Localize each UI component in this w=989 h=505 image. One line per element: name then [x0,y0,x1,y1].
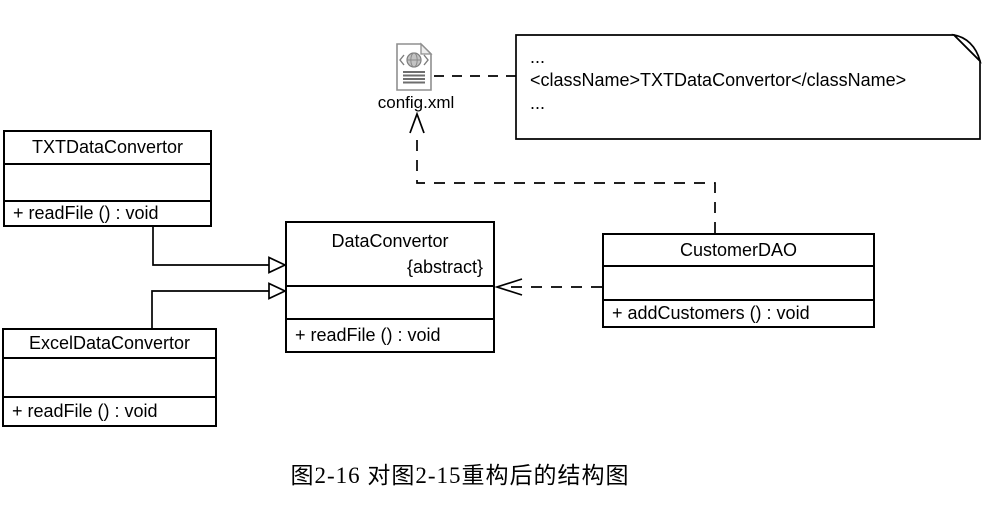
class-method: + readFile () : void [5,200,210,225]
class-attributes-empty [5,163,210,200]
class-name-section: DataConvertor {abstract} [287,223,493,285]
figure-caption: 图2-16 对图2-15重构后的结构图 [290,463,630,488]
generalization-arrowhead-excel [268,282,288,300]
dependency-arrowhead-config [409,111,425,134]
dependency-arrowhead-dataconvertor [494,278,523,296]
class-method: + readFile () : void [287,318,493,351]
class-exceldataconvertor: ExcelDataConvertor + readFile () : void [2,328,217,427]
class-name: TXTDataConvertor [31,137,184,157]
generalization-line-excel [151,290,269,328]
note-line: <className>TXTDataConvertor</className> [530,70,907,90]
xml-file-icon [396,42,433,91]
class-attributes-empty [604,265,873,299]
note-line: ... [530,47,546,67]
class-attributes-empty [4,357,215,396]
note-fold-corner [951,33,982,64]
class-txtdataconvertor: TXTDataConvertor + readFile () : void [3,130,212,227]
dependency-line-dao-config [416,134,716,233]
class-name: DataConvertor [331,231,449,251]
class-method: + addCustomers () : void [604,299,873,326]
note-shape [515,34,981,140]
note-line: ... [530,93,546,113]
generalization-line-txt [152,227,269,266]
note-content: ... <className>TXTDataConvertor</classNa… [530,46,970,115]
class-name: CustomerDAO [679,239,798,260]
class-name: ExcelDataConvertor [28,333,191,353]
class-stereotype: {abstract} [406,257,483,277]
class-customerdao: CustomerDAO + addCustomers () : void [602,233,875,328]
class-dataconvertor: DataConvertor {abstract} + readFile () :… [285,221,495,353]
generalization-arrowhead-txt [268,256,288,274]
class-method: + readFile () : void [4,396,215,425]
artifact-label-config-xml: config.xml [377,93,455,112]
class-attributes-empty [287,285,493,318]
